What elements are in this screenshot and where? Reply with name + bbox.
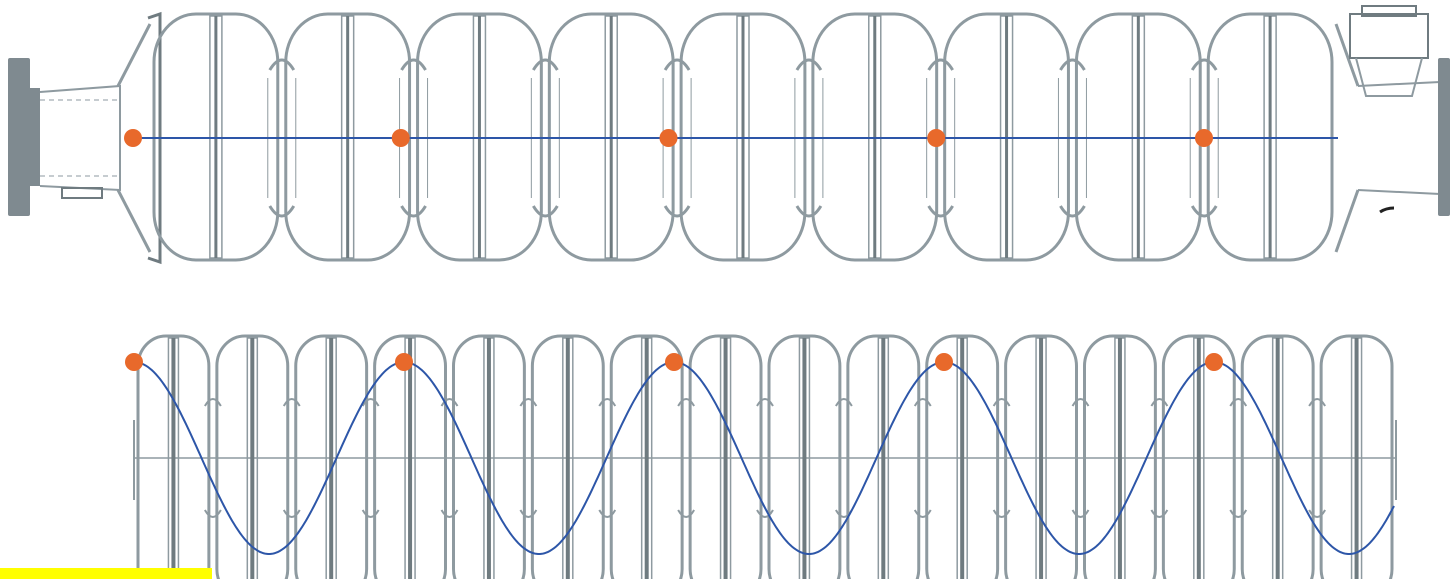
right-mark: [1379, 206, 1395, 214]
bottom-cell: [215, 334, 290, 579]
bottom-iris: [519, 398, 538, 518]
bottom-field-marker: [125, 353, 143, 371]
bottom-iris: [440, 398, 459, 518]
bottom-cell: [136, 334, 211, 579]
bottom-field-marker: [395, 353, 413, 371]
bottom-iris: [1229, 398, 1248, 518]
bottom-cell: [373, 334, 447, 579]
coupler-box: [1349, 13, 1429, 59]
bottom-cell: [846, 334, 921, 579]
bottom-iris: [1150, 398, 1169, 518]
bottom-cell: [609, 334, 684, 579]
bottom-cell: [767, 334, 842, 579]
bottom-iris: [1071, 398, 1090, 518]
top-iris: [795, 58, 823, 218]
bottom-iris: [282, 398, 301, 518]
bottom-field-marker: [1205, 353, 1223, 371]
bottom-cell: [1161, 334, 1236, 579]
bottom-field-wave: [133, 360, 1395, 555]
bottom-iris: [1308, 398, 1326, 518]
bottom-iris: [992, 398, 1011, 518]
top-cavity: [8, 5, 1450, 265]
top-iris: [400, 58, 427, 218]
bottom-cell: [1083, 334, 1157, 579]
left-beam-pipe: [39, 84, 121, 192]
coupler-neck: [1355, 57, 1423, 97]
bottom-cavity: [125, 334, 1397, 579]
left-end-cone: [116, 23, 152, 253]
left-flange: [8, 58, 30, 216]
bottom-iris: [677, 398, 695, 518]
top-iris: [1190, 58, 1218, 218]
bottom-cell: [1240, 334, 1315, 579]
top-iris: [1059, 58, 1086, 218]
top-iris: [532, 58, 559, 218]
coupler-cap: [1361, 5, 1417, 17]
top-field-marker: [391, 129, 410, 147]
top-iris: [927, 58, 954, 218]
left-port-clamp: [61, 187, 103, 199]
bottom-cell: [452, 334, 526, 579]
bottom-iris: [913, 398, 932, 518]
bottom-cell: [1319, 334, 1394, 579]
top-iris: [663, 58, 691, 218]
top-iris: [268, 58, 296, 218]
top-field-marker: [927, 129, 946, 147]
top-field-marker: [1195, 129, 1213, 147]
bottom-field-marker: [665, 353, 683, 371]
bottom-iris: [598, 398, 617, 518]
bottom-cell: [294, 334, 369, 579]
bottom-field-marker: [935, 353, 953, 371]
bottom-iris: [756, 398, 774, 518]
top-field-marker: [659, 129, 678, 147]
bottom-cell: [1004, 334, 1078, 579]
bottom-iris: [361, 398, 380, 518]
bottom-cell: [688, 334, 763, 579]
top-field-marker: [124, 129, 142, 147]
right-end-cone: [1334, 23, 1360, 253]
bottom-cell: [925, 334, 1000, 579]
right-beam-pipe: [1357, 81, 1441, 195]
bottom-iris: [204, 398, 222, 518]
left-flange-collar: [30, 88, 40, 186]
right-flange: [1438, 58, 1450, 216]
highlight-strip: [0, 568, 212, 579]
